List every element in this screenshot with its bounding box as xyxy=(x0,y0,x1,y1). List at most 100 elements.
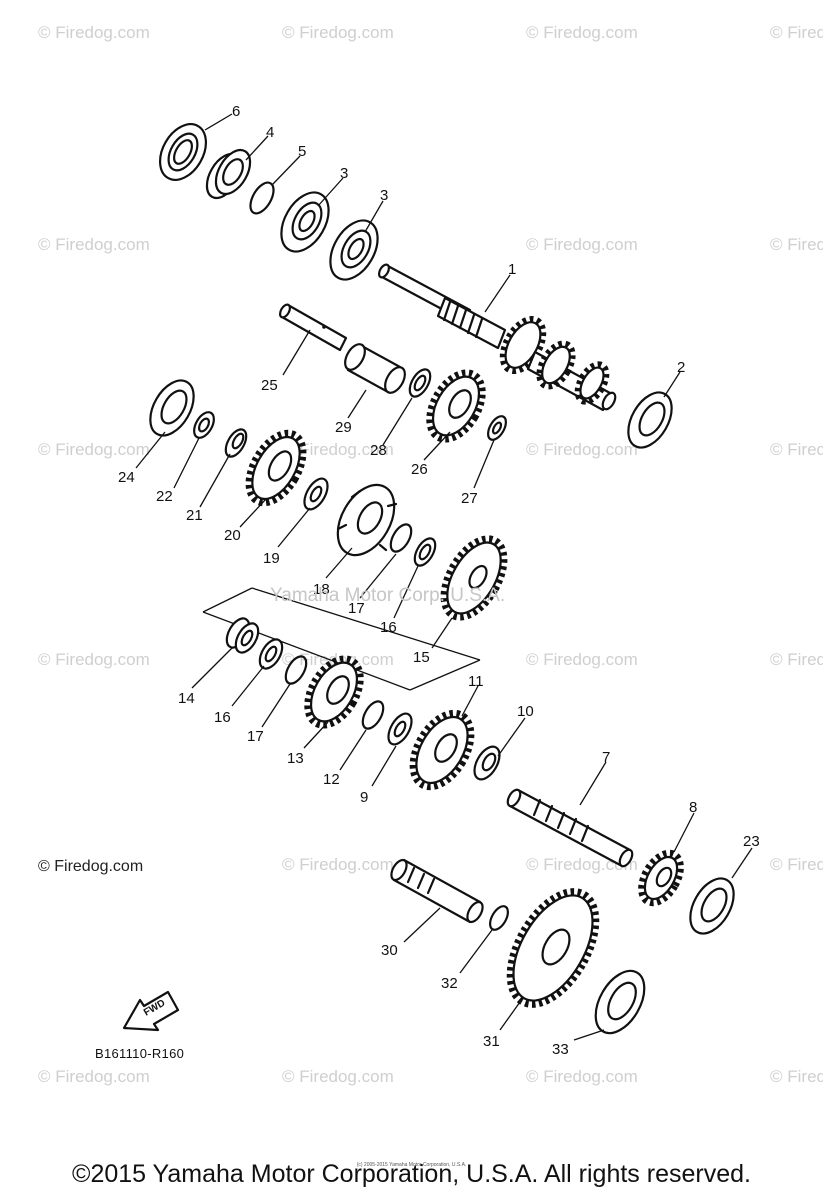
part-21-bushing[interactable] xyxy=(222,426,251,460)
watermark: © Firedog.com xyxy=(770,1067,823,1086)
callout-numbers: 6 4 5 3 3 1 2 25 29 28 26 27 24 22 21 20… xyxy=(118,103,760,1058)
fwd-arrow-icon: FWD xyxy=(122,990,180,1032)
callout-3b: 3 xyxy=(380,187,388,204)
watermark-grid: © Firedog.com © Firedog.com © Firedog.co… xyxy=(38,23,823,1086)
watermark: © Firedog.com xyxy=(526,235,638,254)
part-11-gear[interactable] xyxy=(401,703,483,796)
callout-31: 31 xyxy=(483,1033,500,1050)
watermark: © Firedog.com xyxy=(526,650,638,669)
part-15-gear[interactable] xyxy=(432,529,517,627)
center-watermark: Yamaha Motor Corp. U.S.A. xyxy=(270,585,506,606)
part-27-washer[interactable] xyxy=(484,413,509,443)
callout-15: 15 xyxy=(413,649,430,666)
part-32-circlip[interactable] xyxy=(486,903,511,933)
part-6-oil-seal[interactable] xyxy=(151,116,216,188)
watermark: © Firedog.com xyxy=(770,235,823,254)
part-22-washer[interactable] xyxy=(190,409,218,441)
part-3-bearing-b[interactable] xyxy=(321,212,388,287)
part-5-circlip[interactable] xyxy=(246,179,279,217)
watermark: © Firedog.com xyxy=(770,440,823,459)
callout-2: 2 xyxy=(677,359,685,376)
tiny-copyright: (c) 2005-2015 Yamaha Motor Corporation, … xyxy=(356,1162,467,1168)
watermark: © Firedog.com xyxy=(282,650,394,669)
callout-24: 24 xyxy=(118,469,135,486)
watermark: © Firedog.com xyxy=(526,1067,638,1086)
group-bracket xyxy=(202,587,481,691)
callout-22: 22 xyxy=(156,488,173,505)
leader-lines xyxy=(135,113,753,1041)
watermark: © Firedog.com xyxy=(526,440,638,459)
part-1-main-axle[interactable] xyxy=(377,263,618,412)
part-33-bearing[interactable] xyxy=(586,963,655,1042)
part-31-gear[interactable] xyxy=(493,877,614,1018)
part-17-circlip-lower[interactable] xyxy=(282,653,311,687)
callout-17a: 17 xyxy=(348,600,365,617)
callout-12: 12 xyxy=(323,771,340,788)
part-2-bearing[interactable] xyxy=(619,385,680,455)
callout-4: 4 xyxy=(266,124,274,141)
callout-16a: 16 xyxy=(380,619,397,636)
callout-29: 29 xyxy=(335,419,352,436)
callout-16b: 16 xyxy=(214,709,231,726)
part-4-bearing-collar[interactable] xyxy=(200,144,257,204)
part-19-washer[interactable] xyxy=(300,475,333,513)
callout-11: 11 xyxy=(468,673,484,690)
part-9-washer[interactable] xyxy=(384,710,417,748)
copyright-footer: ©2015 Yamaha Motor Corporation, U.S.A. A… xyxy=(72,1160,751,1188)
watermark: © Firedog.com xyxy=(282,1067,394,1086)
watermark: © Firedog.com xyxy=(770,23,823,42)
watermark: © Firedog.com xyxy=(38,440,150,459)
callout-1: 1 xyxy=(508,261,516,278)
part-14-collar[interactable] xyxy=(222,615,263,657)
callout-5: 5 xyxy=(298,143,306,160)
part-30-shaft[interactable] xyxy=(388,857,485,924)
callout-19: 19 xyxy=(263,550,280,567)
part-20-gear[interactable] xyxy=(238,424,314,512)
callout-30: 30 xyxy=(381,942,398,959)
watermark: © Firedog.com xyxy=(282,440,394,459)
callout-14: 14 xyxy=(178,690,195,707)
part-26-gear[interactable] xyxy=(419,364,493,448)
callout-10: 10 xyxy=(517,703,534,720)
callout-26: 26 xyxy=(411,461,428,478)
callout-25: 25 xyxy=(261,377,278,394)
part-10-needle-bearing[interactable] xyxy=(469,742,504,783)
firedog-label: © Firedog.com xyxy=(38,858,144,875)
part-17-circlip-upper[interactable] xyxy=(387,521,416,555)
part-29-collar[interactable] xyxy=(341,341,409,396)
part-12-circlip[interactable] xyxy=(359,698,388,732)
callout-21: 21 xyxy=(186,507,203,524)
diagram-code: B161110-R160 xyxy=(95,1046,185,1061)
callout-7: 7 xyxy=(602,749,610,766)
watermark: © Firedog.com xyxy=(38,235,150,254)
watermark: © Firedog.com xyxy=(38,650,150,669)
part-7-drive-axle[interactable] xyxy=(505,788,635,869)
part-28-needle-bearing[interactable] xyxy=(406,366,435,400)
callout-6: 6 xyxy=(232,103,240,120)
watermark: © Firedog.com xyxy=(770,650,823,669)
watermark: © Firedog.com xyxy=(38,23,150,42)
callout-9: 9 xyxy=(360,789,368,806)
watermark: © Firedog.com xyxy=(770,855,823,874)
watermark: © Firedog.com xyxy=(282,23,394,42)
callout-33: 33 xyxy=(552,1041,569,1058)
callout-8: 8 xyxy=(689,799,697,816)
callout-28: 28 xyxy=(370,442,387,459)
part-8-sprocket[interactable] xyxy=(634,847,689,910)
callout-27: 27 xyxy=(461,490,478,507)
callout-3a: 3 xyxy=(340,165,348,182)
part-24-bearing[interactable] xyxy=(141,373,202,443)
part-25-pin-shaft[interactable] xyxy=(278,303,348,352)
callout-20: 20 xyxy=(224,527,241,544)
watermark: © Firedog.com xyxy=(282,855,394,874)
callout-18: 18 xyxy=(313,581,330,598)
part-23-bearing[interactable] xyxy=(681,871,742,941)
callout-13: 13 xyxy=(287,750,304,767)
part-16-washer-upper[interactable] xyxy=(411,535,440,569)
part-3-bearing-a[interactable] xyxy=(272,184,339,259)
callout-32: 32 xyxy=(441,975,458,992)
part-13-gear[interactable] xyxy=(297,650,371,734)
callout-17b: 17 xyxy=(247,728,264,745)
